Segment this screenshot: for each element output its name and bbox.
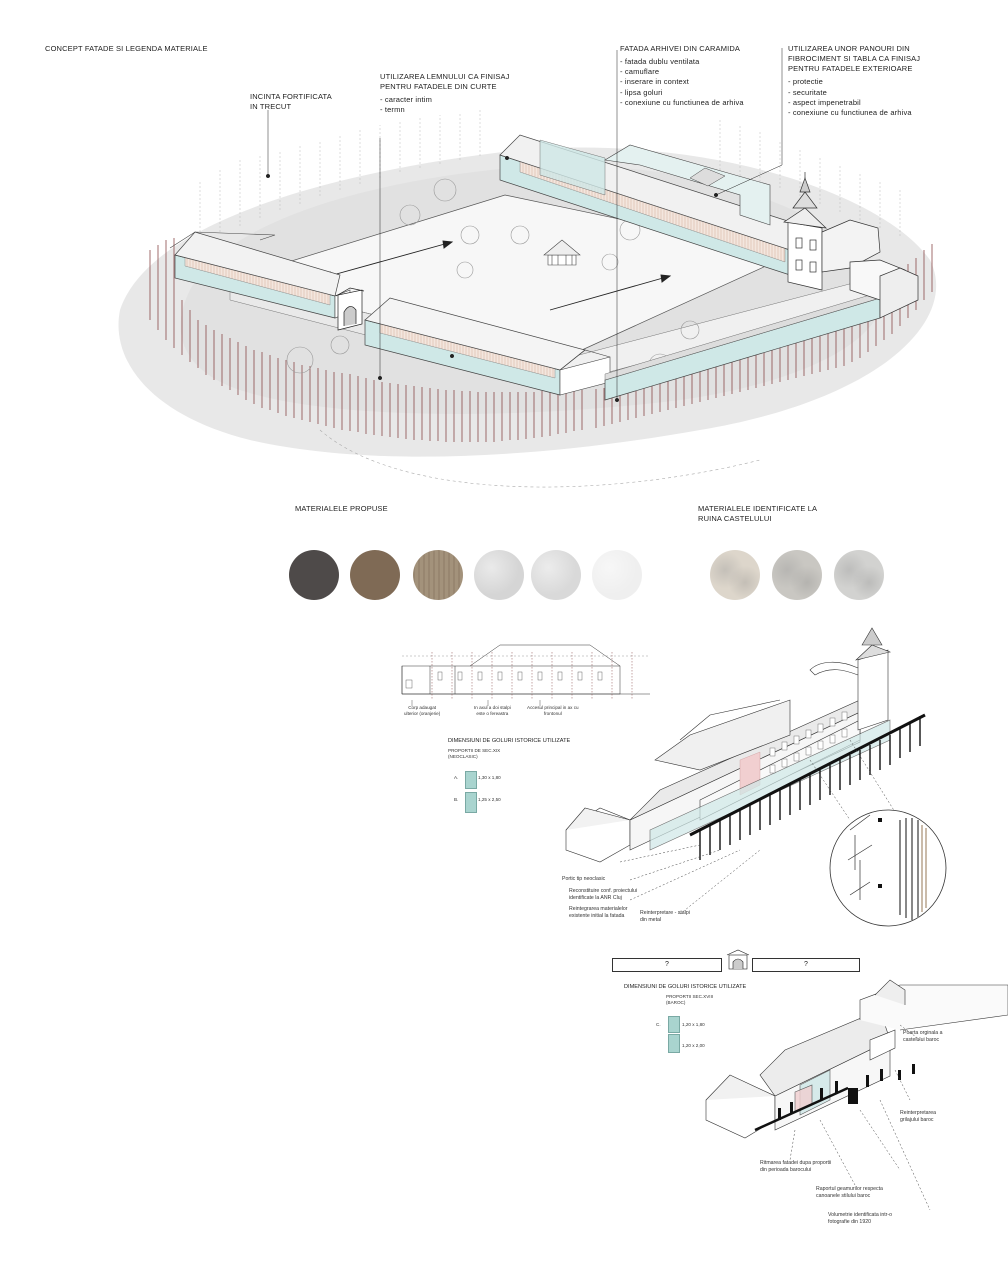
neoclassic-note-portic: Portic tip neoclasic <box>562 876 606 882</box>
wing-archive <box>499 134 801 276</box>
proportion-swatch-b <box>465 792 477 813</box>
unknown-facade-left: ? <box>612 958 722 972</box>
baroque-letter-c: C. <box>656 1022 661 1027</box>
proportion-swatch-c <box>668 1016 680 1033</box>
neoclassic-title: DIMENSIUNI DE GOLURI ISTORICE UTILIZATE <box>448 738 571 744</box>
annotation-lemn: UTILIZAREA LEMNULUI CA FINISAJ PENTRU FA… <box>380 72 510 115</box>
proportion-swatch-d <box>668 1034 680 1053</box>
baroque-gate <box>335 287 365 331</box>
proposed-material-swatch <box>592 550 642 600</box>
baroque-title: DIMENSIUNI DE GOLURI ISTORICE UTILIZATE <box>624 984 747 990</box>
proposed-material-swatch <box>413 550 463 600</box>
unknown-facade-right: ? <box>752 958 860 972</box>
fortified-enclosure-posts <box>149 238 933 442</box>
trees <box>286 178 700 377</box>
wing-southeast <box>604 291 881 401</box>
neoclassic-size-b: 1,25 x 2,50 <box>478 797 501 802</box>
annotation-arhiva: FATADA ARHIVEI DIN CARAMIDA - fatada dub… <box>620 44 744 107</box>
neoclassic-subtitle: PROPORTII DE SEC.XIX(NEOCLASIC) <box>448 748 501 759</box>
materials-proposed-label: MATERIALELE PROPUSE <box>295 504 388 513</box>
baroque-size-d: 1,20 x 2,00 <box>682 1043 705 1048</box>
annotation-incinta: INCINTA FORTIFICATA IN TRECUT <box>250 92 332 112</box>
proposed-material-swatch <box>531 550 581 600</box>
neoclassic-letter-b: B. <box>454 797 459 802</box>
central-pavilion <box>543 239 581 266</box>
identified-material-swatch <box>772 550 822 600</box>
wing-southwest <box>364 297 611 396</box>
proposed-material-swatch <box>350 550 400 600</box>
facade-detail-circle <box>829 809 947 927</box>
baroque-subtitle: PROPORTII SEC.XVIII(BAROC) <box>666 994 714 1005</box>
identified-material-swatch <box>710 550 760 600</box>
annotation-panouri: UTILIZAREA UNOR PANOURI DIN FIBROCIMENT … <box>788 44 921 117</box>
baroque-size-c: 1,20 x 1,80 <box>682 1022 705 1027</box>
neoclassic-size-a: 1,30 x 1,80 <box>478 775 501 780</box>
proportion-swatch-a <box>465 771 477 789</box>
neoclassic-axonometric <box>565 627 892 863</box>
proposed-material-swatch <box>289 550 339 600</box>
neoclassic-letter-a: A. <box>454 775 459 780</box>
page-title: CONCEPT FATADE SI LEGENDA MATERIALE <box>45 44 208 53</box>
proposed-material-swatch <box>474 550 524 600</box>
materials-identified-label: MATERIALELE IDENTIFICATE LA RUINA CASTEL… <box>698 504 818 524</box>
castle-tower <box>783 172 919 319</box>
identified-material-swatch <box>834 550 884 600</box>
